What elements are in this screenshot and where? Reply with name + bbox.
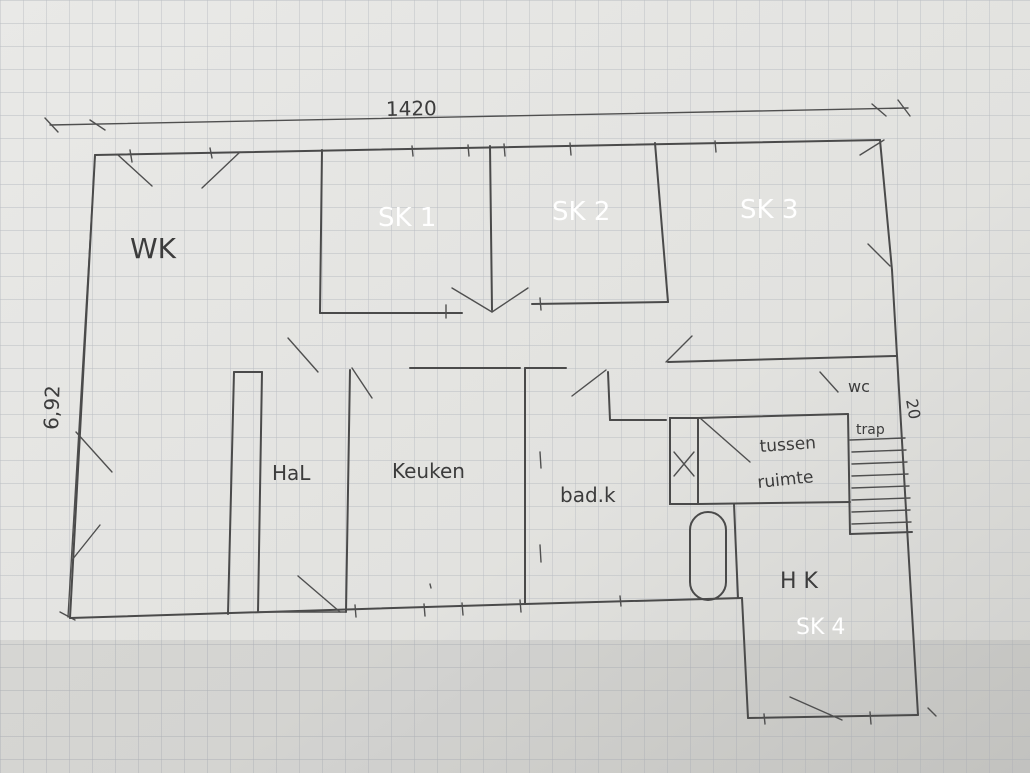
width-dimension-line	[44, 99, 911, 133]
bedroom-walls	[319, 139, 891, 319]
bottom-wall-ticks	[354, 595, 622, 618]
bathtub-symbol	[689, 511, 727, 601]
room-label-sk4: SK 4	[796, 615, 845, 640]
room-label-hk: H K	[780, 569, 819, 594]
stair-dimension-label: 20	[902, 397, 924, 420]
room-label-wk: WK	[130, 232, 177, 265]
room-label-hal: HaL	[272, 461, 311, 485]
hk-door	[763, 696, 937, 725]
interior-walls	[227, 335, 897, 615]
room-label-sk3: SK 3	[740, 195, 798, 225]
door-swings-living	[71, 151, 241, 561]
top-wall-ticks	[129, 140, 717, 163]
stair-area	[669, 371, 913, 535]
bath-wall	[733, 503, 739, 599]
width-dimension-label: 1420	[386, 96, 437, 121]
room-label-tussen: tussen	[759, 433, 817, 457]
room-label-badk: bad.k	[560, 483, 616, 507]
room-label-sk2: SK 2	[552, 197, 610, 227]
stair-label-trap: trap	[856, 422, 885, 438]
room-label-wc: wc	[848, 377, 870, 396]
height-dimension-label: 6,92	[39, 385, 65, 430]
room-label-keuken: Keuken	[392, 459, 465, 483]
room-label-sk1: SK 1	[378, 203, 436, 233]
lower-shadow	[0, 640, 1030, 773]
